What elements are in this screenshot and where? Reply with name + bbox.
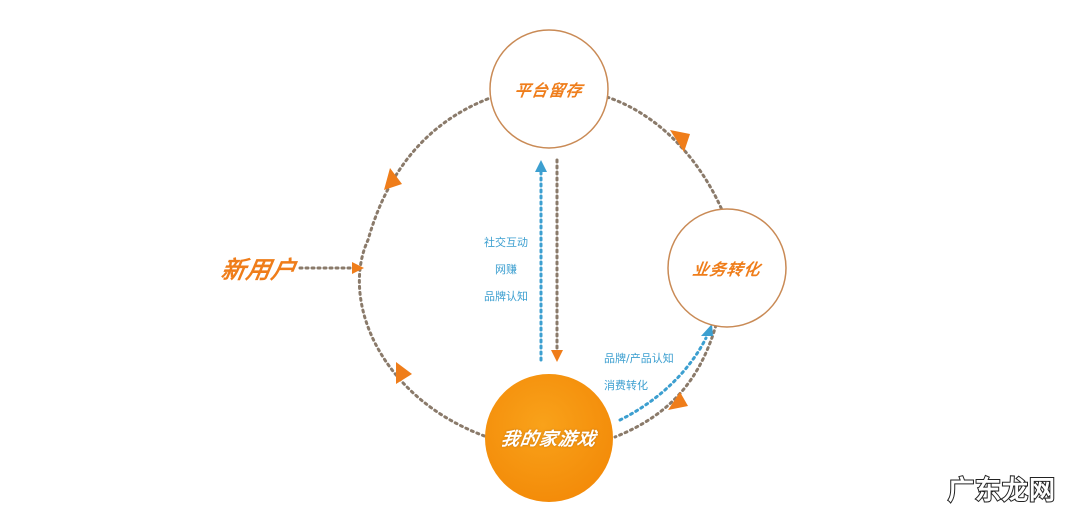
arrow-up-blue-icon	[535, 160, 547, 172]
new-user-label: 新用户	[219, 256, 300, 284]
node-conversion-circle	[667, 208, 787, 328]
edge-label: 品牌认知	[484, 290, 528, 303]
edge-label: 品牌/产品认知	[604, 352, 674, 365]
arrow-bottom-right-icon	[668, 392, 688, 410]
watermark-text: 广东龙网	[947, 475, 1057, 507]
arrow-down-icon	[551, 350, 563, 362]
arrow-top-right-icon	[670, 130, 690, 152]
edge-label: 消费转化	[604, 379, 648, 392]
node-core-label: 我的家游戏	[499, 429, 598, 450]
arrow-up-right-blue-icon	[701, 324, 713, 336]
node-conversion-label: 业务转化	[691, 260, 763, 279]
arrow-down-left-icon	[396, 362, 412, 384]
core-to-retention-labels: 社交互动 网赚 品牌认知	[478, 229, 534, 310]
core-to-conversion-line	[618, 336, 708, 422]
edge-label: 网赚	[495, 263, 517, 276]
node-core-circle	[485, 374, 613, 502]
arrow-new-user-icon	[352, 262, 364, 274]
arrow-up-left-icon	[384, 168, 402, 190]
edge-label: 社交互动	[484, 236, 528, 249]
orbit-top-right-arc	[605, 95, 724, 212]
node-retention-label: 平台留存	[513, 81, 585, 100]
node-retention-circle	[489, 29, 609, 149]
orbit-left-arc	[357, 96, 492, 440]
